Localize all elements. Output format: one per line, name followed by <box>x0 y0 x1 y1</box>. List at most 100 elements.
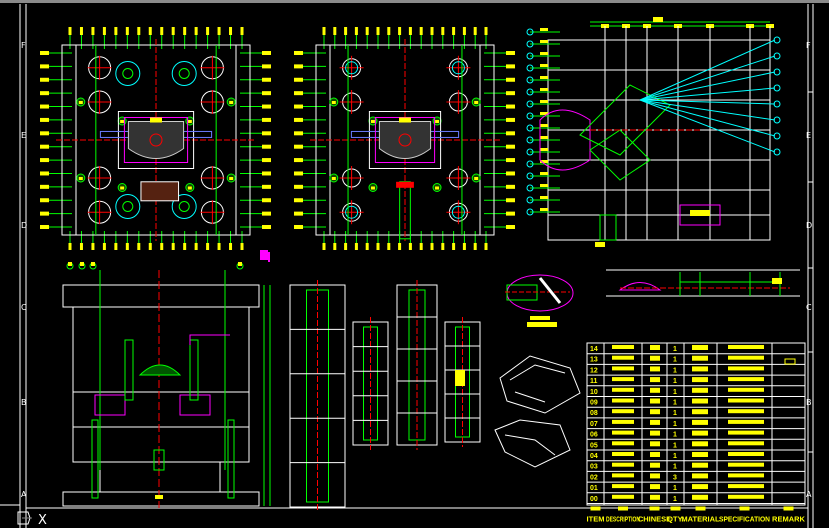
front-section-view <box>62 262 271 508</box>
dimension-text <box>540 88 548 91</box>
bom-specification <box>728 387 764 392</box>
dimension-text <box>206 27 210 35</box>
dimension-text <box>294 225 303 229</box>
dimension-text <box>294 51 303 55</box>
dimension-text <box>217 27 221 35</box>
dimension-text <box>79 27 83 35</box>
bom-qty: 1 <box>673 410 677 417</box>
dimension-text <box>322 243 326 250</box>
dimension-text <box>262 104 271 109</box>
dimension-text <box>262 211 271 216</box>
dimension-text <box>294 91 303 96</box>
bom-item-number: 05 <box>590 442 598 449</box>
dimension-text <box>506 117 515 122</box>
dimension-text <box>125 27 129 35</box>
dimension-text <box>194 243 198 250</box>
dimension-text <box>262 158 271 163</box>
bom-specification <box>728 355 764 360</box>
bom-material <box>692 430 708 436</box>
screw-label <box>474 177 479 180</box>
sprue <box>398 133 412 147</box>
bom-chinese <box>650 473 660 479</box>
dimension-text <box>772 278 782 284</box>
dimension-text <box>506 64 515 69</box>
slide-block-right <box>179 394 211 416</box>
screw-label <box>474 101 479 104</box>
balloon <box>526 76 534 84</box>
screw-label <box>120 186 125 190</box>
dimension-text <box>540 136 548 139</box>
section-view-top-right <box>526 17 800 297</box>
bushing <box>451 61 465 75</box>
balloon <box>526 160 534 168</box>
dimension-text <box>506 225 515 229</box>
balloon <box>526 208 534 216</box>
bom-qty: 1 <box>673 389 677 396</box>
border-letter-left: D <box>21 221 27 230</box>
bom-specification <box>728 473 764 478</box>
screw-label <box>229 101 234 104</box>
balloon-label <box>80 262 84 266</box>
screw-label <box>435 120 440 123</box>
dimension-text <box>419 243 423 250</box>
dimension-text <box>484 243 488 250</box>
bom-header-chinese: CHINESE <box>638 515 671 524</box>
dimension-text <box>506 91 515 96</box>
dimension-text <box>376 243 380 250</box>
dimension-text <box>506 158 515 163</box>
bom-qty: 1 <box>673 400 677 407</box>
dimension-text <box>262 64 271 69</box>
bom-item-number: 11 <box>590 378 598 385</box>
bom-description <box>612 452 634 456</box>
dimension-text <box>540 100 548 103</box>
drawing-border <box>0 4 814 528</box>
bom-qty: 1 <box>673 442 677 449</box>
dimension-text <box>262 77 271 82</box>
dimension-text <box>294 104 303 109</box>
dimension-text <box>398 243 402 250</box>
ejector-pin <box>227 419 235 499</box>
border-letter-right: E <box>806 131 811 140</box>
side-section-views <box>289 280 481 512</box>
view-marker <box>260 250 270 262</box>
dimension-text <box>540 148 548 151</box>
bom-item-number: 00 <box>590 496 598 503</box>
bom-description <box>612 355 634 360</box>
dimension-text <box>79 243 83 250</box>
screw-label <box>370 120 375 123</box>
dimension-text <box>40 51 49 55</box>
dimension-text <box>40 158 49 163</box>
dimension-text <box>540 160 548 163</box>
dimension-text <box>452 243 456 250</box>
bom-chinese <box>650 484 660 490</box>
border-letter-right: D <box>806 221 812 230</box>
support-plate <box>72 426 250 463</box>
balloon <box>526 184 534 192</box>
balloon <box>773 132 781 140</box>
border-letter-left: C <box>21 303 27 312</box>
dimension-text <box>148 27 152 35</box>
dimension-text <box>294 131 303 136</box>
bom-header-item: ITEM <box>587 515 605 524</box>
dimension-text <box>40 117 49 122</box>
balloon <box>773 100 781 108</box>
dimension-text <box>473 243 477 250</box>
dimension-text <box>408 243 412 250</box>
dimension-text <box>387 27 391 35</box>
dimension-text <box>294 117 303 122</box>
bom-chinese <box>650 430 660 436</box>
bom-chinese <box>650 462 660 468</box>
dimension-text <box>229 243 233 250</box>
top-clamp-plate <box>62 284 260 308</box>
cooling-fitting <box>171 61 197 86</box>
balloon <box>526 196 534 204</box>
bom-material <box>692 452 708 457</box>
bom-remark <box>784 358 796 365</box>
dimension-text <box>452 27 456 35</box>
balloon <box>526 112 534 120</box>
dimension-text <box>40 184 49 189</box>
bom-item-number: 04 <box>590 453 598 460</box>
bom-description <box>612 494 634 499</box>
bom-qty: 1 <box>673 378 677 385</box>
